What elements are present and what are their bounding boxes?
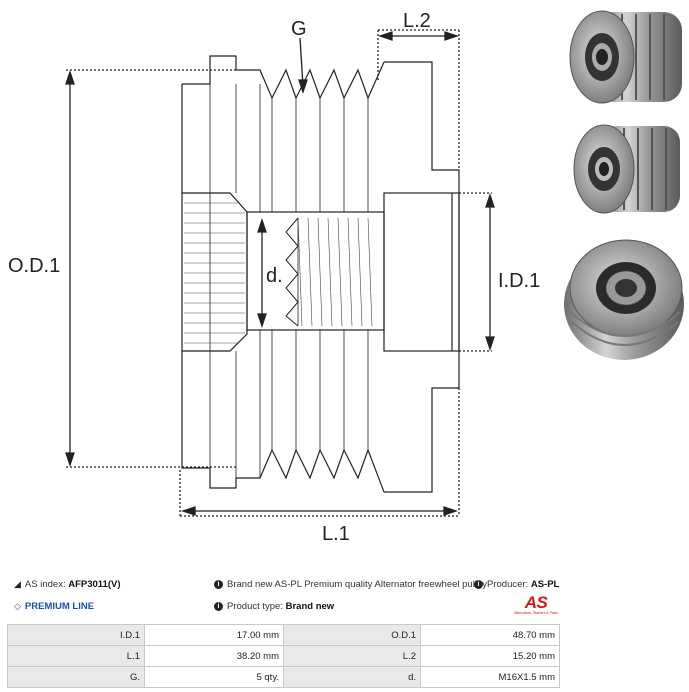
spec-label: G.	[7, 666, 145, 688]
spec-value: 5 qty.	[144, 666, 284, 688]
spec-value: 15.20 mm	[420, 645, 560, 667]
spec-label: L.2	[283, 645, 421, 667]
info-icon: i	[214, 579, 223, 589]
spline-outline	[182, 192, 248, 352]
spec-value: 38.20 mm	[144, 645, 284, 667]
spec-label: d.	[283, 666, 421, 688]
label-od1: O.D.1	[8, 255, 60, 277]
label-l2: L.2	[403, 10, 431, 32]
as-index-value: AFP3011(V)	[68, 579, 121, 591]
as-pl-logo: AS Alternators, Starters & Parts	[514, 593, 558, 615]
product-photos	[564, 10, 684, 360]
label-d: d.	[266, 265, 283, 287]
spec-value: M16X1.5 mm	[420, 666, 560, 688]
spec-label: I.D.1	[7, 624, 145, 646]
top-grooves	[236, 61, 385, 100]
flange-outline	[384, 61, 460, 493]
bore-outline	[383, 192, 460, 352]
technical-drawing: G L.2 O.D.1 d. I.D.1 L.1	[8, 10, 540, 545]
spec-label: O.D.1	[283, 624, 421, 646]
pulley-photo-1	[569, 10, 682, 104]
table-row: L.1 38.20 mm L.2 15.20 mm	[7, 645, 560, 667]
hub-outline	[182, 55, 237, 85]
spec-value: 48.70 mm	[420, 624, 560, 646]
bottom-grooves	[236, 448, 385, 493]
producer-value: AS-PL	[530, 579, 560, 590]
table-row: I.D.1 17.00 mm O.D.1 48.70 mm	[7, 624, 560, 646]
label-g: G	[291, 18, 307, 40]
as-index: ◢AS index: AFP3011(V)	[14, 579, 121, 591]
table-row: G. 5 qty. d. M16X1.5 mm	[7, 666, 560, 688]
spec-value: 17.00 mm	[144, 624, 284, 646]
thread-outline	[246, 211, 385, 331]
premium-line: ◇PREMIUM LINE	[14, 601, 95, 613]
info-icon: i	[214, 601, 223, 611]
diamond-icon: ◇	[14, 601, 21, 611]
spec-table: I.D.1 17.00 mm O.D.1 48.70 mm L.1 38.20 …	[7, 624, 560, 688]
pulley-photo-2	[573, 124, 680, 214]
tag-icon: ◢	[14, 579, 21, 589]
spec-label: L.1	[7, 645, 145, 667]
label-id1: I.D.1	[498, 270, 540, 292]
info-icon: i	[474, 579, 483, 589]
pulley-photo-3	[564, 239, 684, 360]
label-l1: L.1	[322, 523, 350, 545]
product-type-value: Brand new	[285, 601, 335, 612]
